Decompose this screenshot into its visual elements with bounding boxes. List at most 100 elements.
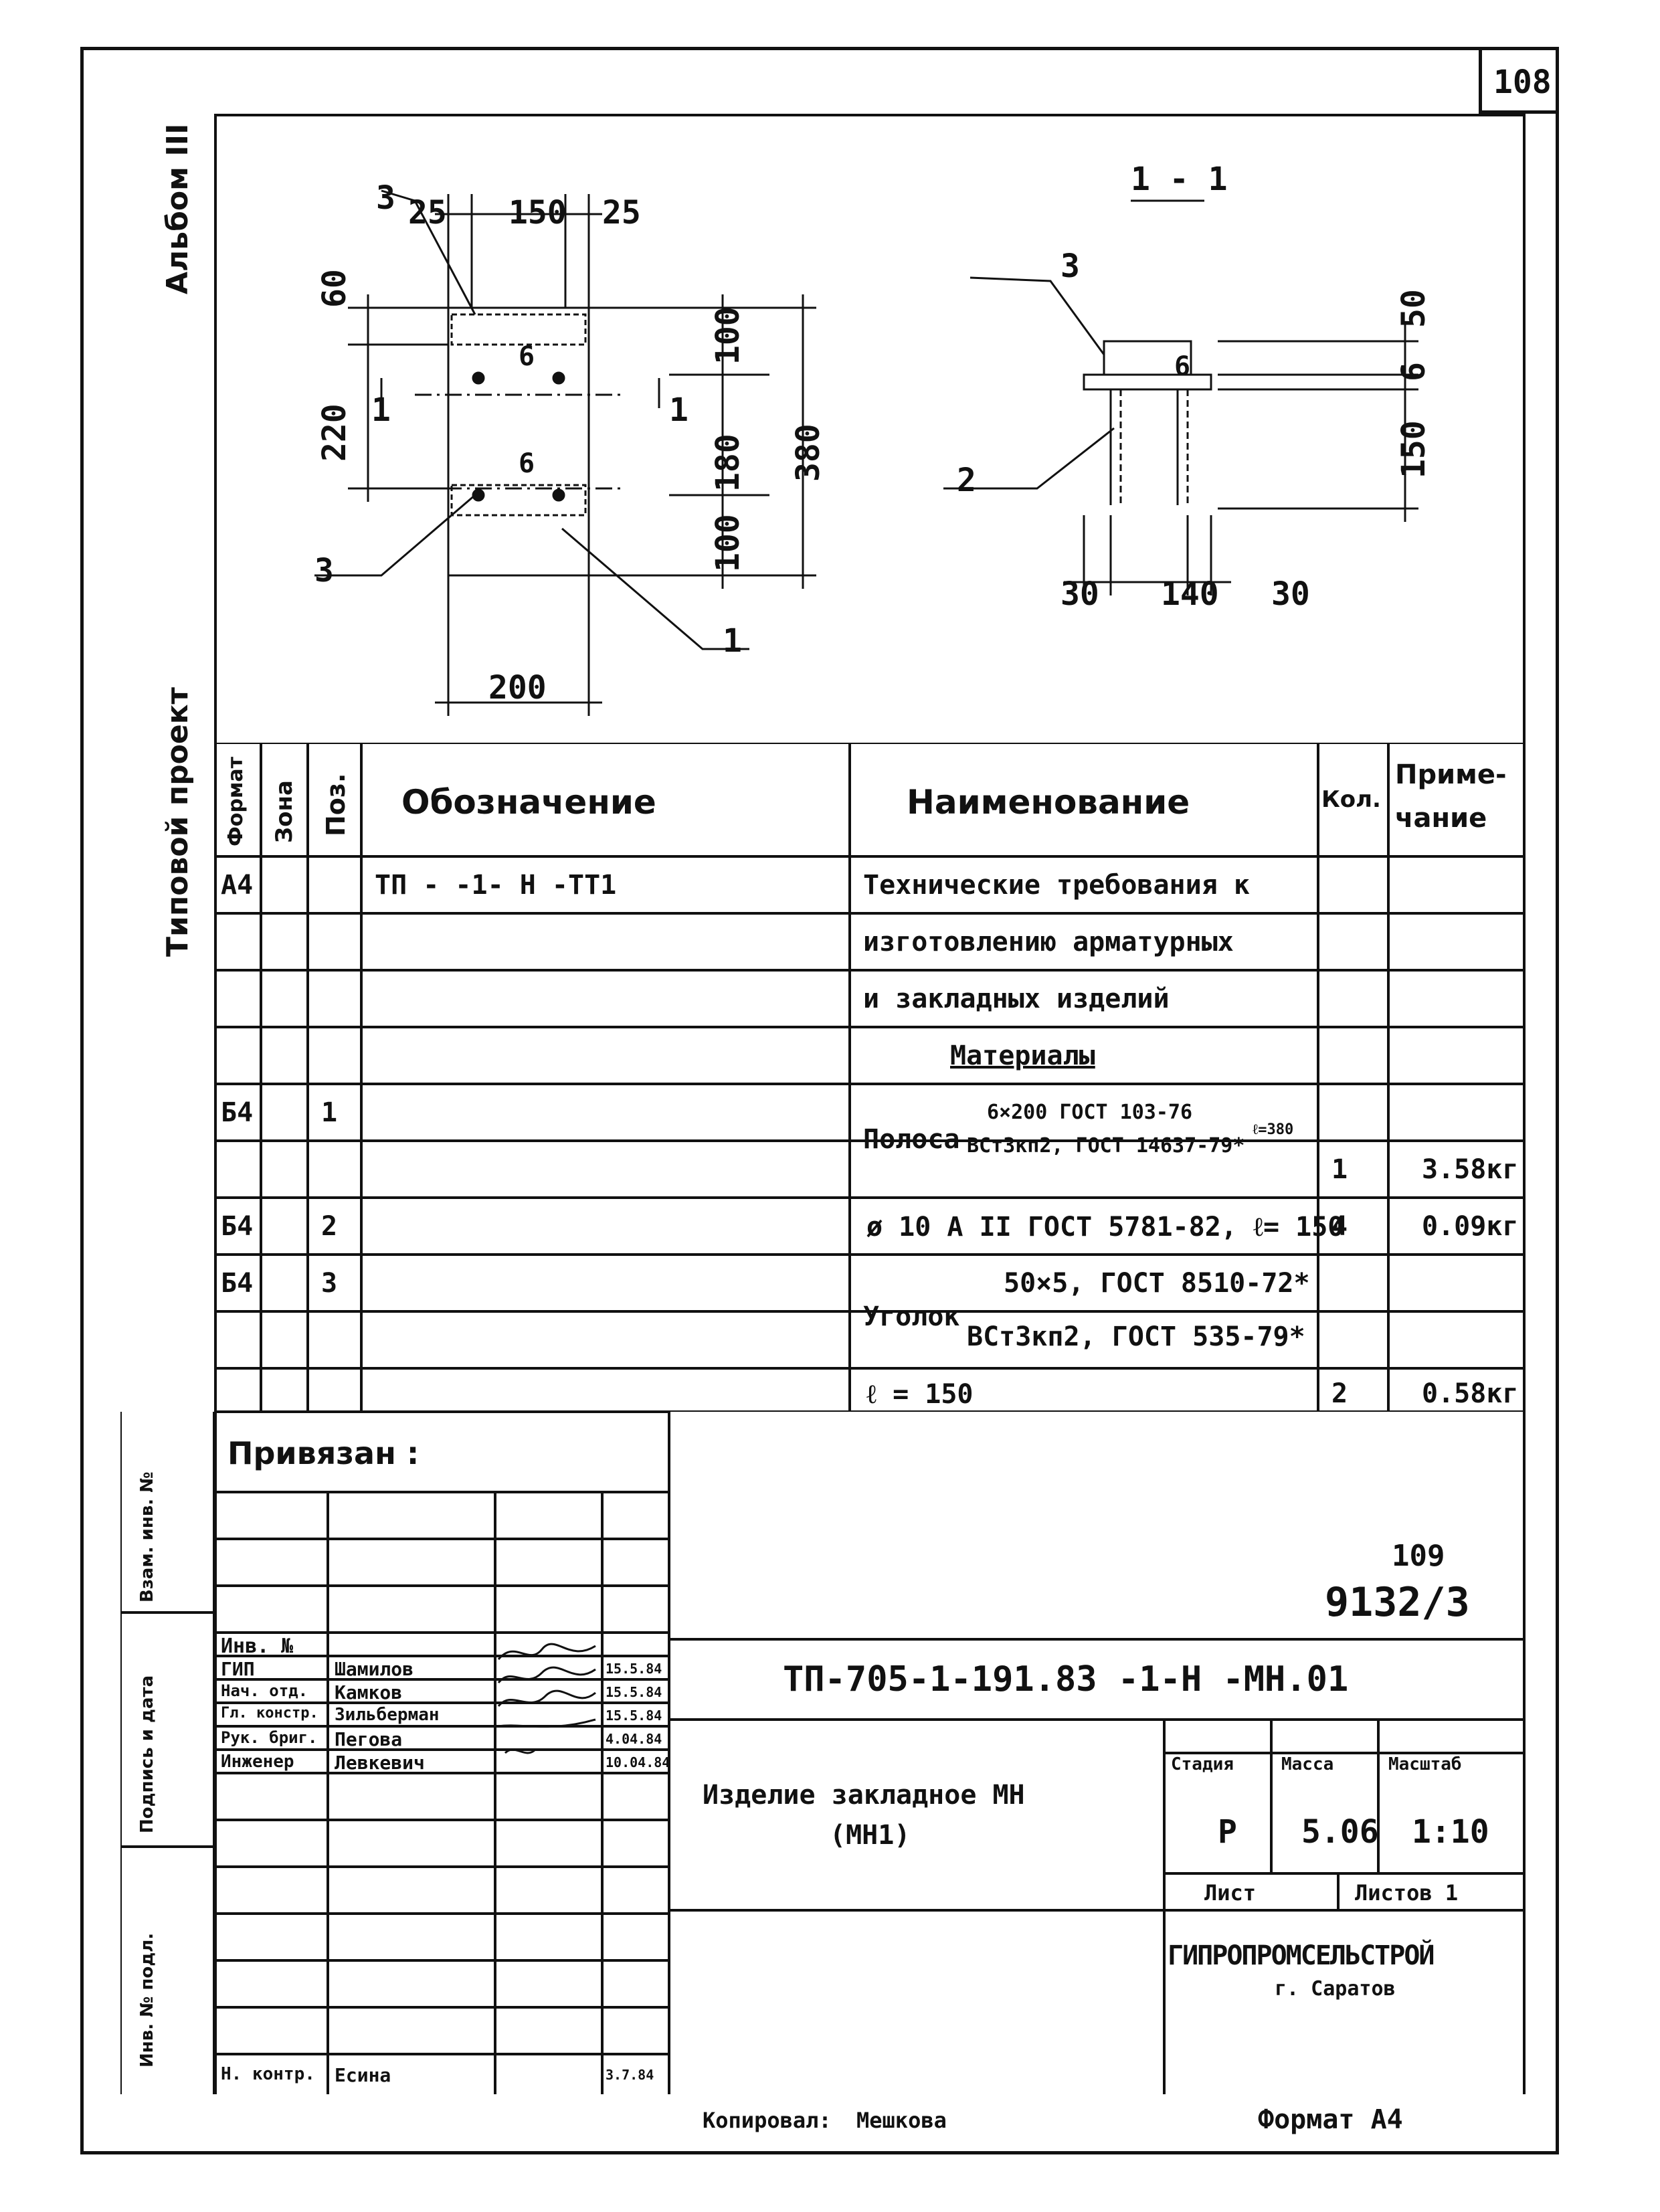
polosa-top: 6×200 ГОСТ 103-76 [987, 1101, 1193, 1124]
staff-role-0: ГИП [221, 1658, 255, 1680]
spec-row-1-designation: ТП - -1- Н -ТТ1 [375, 870, 617, 901]
spec-row-6-note: 3.58кг [1422, 1154, 1519, 1185]
org-name: ГИПРОПРОМСЕЛЬСТРОЙ [1168, 1940, 1435, 1971]
plan-dim-180: 180 [709, 434, 747, 492]
spec-row-5-format: Б4 [221, 1097, 254, 1128]
number-top: 109 [1392, 1539, 1445, 1573]
section-title: 1 - 1 [1131, 161, 1228, 198]
plan-leader-3-top: 3 [376, 179, 395, 217]
copied-name: Мешкова [856, 2108, 947, 2133]
signatures [495, 1633, 602, 1776]
spec-row-5-pos: 1 [321, 1097, 338, 1128]
polosa-bottom: ВСт3кп2, ГОСТ 14637-79* [967, 1134, 1245, 1158]
ugolok-top: 50×5, ГОСТ 8510-72* [1004, 1268, 1310, 1299]
privyazan-label: Привязан : [227, 1435, 420, 1471]
plan-inner-label-2: 6 [519, 448, 535, 479]
mass-value: 5.06 [1301, 1813, 1379, 1851]
sheet-label: Лист [1204, 1880, 1257, 1906]
section-plate [1084, 375, 1211, 389]
section-leader-3: 3 [1060, 248, 1080, 285]
spec-header-zone: Зона [271, 780, 298, 843]
plan-dim-60: 60 [316, 269, 353, 308]
staff-date-3: 4.04.84 [606, 1731, 662, 1747]
staff-name-3: Пегова [335, 1728, 403, 1750]
spec-header-note-1: Приме- [1395, 759, 1507, 790]
staff-role-2: Гл. констр. [221, 1705, 318, 1722]
staff-role-3: Рук. бриг. [221, 1728, 318, 1747]
spec-row-2-name: изготовлению арматурных [863, 927, 1234, 957]
staff-name-0: Шамилов [335, 1658, 414, 1680]
section-inner-label: 6 [1174, 351, 1191, 382]
plan-dim-25-right: 25 [602, 194, 641, 232]
plan-dim-100-top: 100 [709, 306, 747, 365]
norm-date: 3.7.84 [606, 2067, 654, 2083]
item-name-2: (МН1) [830, 1820, 911, 1851]
plan-dim-100-bottom: 100 [709, 514, 747, 572]
section-dim-140: 140 [1161, 575, 1219, 613]
plan-dim-25-left: 25 [408, 194, 447, 232]
spec-header-designation: Обозначение [401, 783, 656, 822]
spec-row-10-name: ℓ = 150 [866, 1379, 974, 1410]
item-name-1: Изделие закладное МН [703, 1780, 1025, 1811]
spec-table-grid [214, 743, 1526, 1412]
section-dim-30-right: 30 [1271, 575, 1310, 613]
podpis-data-label: Подпись и дата [137, 1675, 157, 1833]
plan-dim-220: 220 [316, 403, 353, 462]
spec-row-7-pos: 2 [321, 1211, 338, 1242]
section-leader-2: 2 [957, 462, 976, 499]
ugolok-label: Уголок [863, 1301, 960, 1332]
scale-label: Масштаб [1388, 1754, 1462, 1774]
spec-header-pos: Поз. [321, 773, 351, 836]
norm-role: Н. контр. [221, 2064, 315, 2084]
staff-name-4: Левкевич [335, 1752, 425, 1774]
spec-row-8-pos: 3 [321, 1268, 338, 1299]
inner-frame [214, 114, 1526, 2094]
staff-date-1: 15.5.84 [606, 1684, 662, 1700]
plan-top-angle [452, 314, 585, 345]
spec-row-7-qty: 4 [1331, 1211, 1348, 1242]
spec-header-note-2: чание [1395, 803, 1487, 834]
spec-header-qty: Кол. [1321, 786, 1381, 813]
drawing-area [214, 114, 1526, 743]
polosa-label: Полоса [863, 1124, 960, 1155]
spec-row-8-format: Б4 [221, 1268, 254, 1299]
spec-row-1-format: А4 [221, 870, 254, 901]
plan-cut-mark-right: 1 [669, 391, 688, 429]
number-bottom: 9132/3 [1325, 1579, 1470, 1626]
staff-name-1: Камков [335, 1681, 403, 1703]
title-block-grid [120, 1412, 1526, 2094]
section-dim-50: 50 [1395, 289, 1433, 328]
stage-value: Р [1218, 1813, 1237, 1851]
plan-leader-3-bottom: 3 [314, 552, 334, 589]
staff-role-1: Нач. отд. [221, 1681, 308, 1700]
spec-row-4-name: Материалы [950, 1040, 1095, 1071]
scale-value: 1:10 [1412, 1813, 1489, 1851]
spec-row-7-name: ø 10 А II ГОСТ 5781-82, ℓ= 150 [866, 1212, 1344, 1242]
section-dim-30-left: 30 [1060, 575, 1099, 613]
staff-date-0: 15.5.84 [606, 1661, 662, 1677]
format-label: Формат А4 [1258, 2104, 1403, 2135]
norm-name: Есина [335, 2064, 391, 2086]
spec-row-1-name: Технические требования к [863, 870, 1250, 901]
project-type-label: Типовой проект [161, 686, 195, 957]
copied-label: Копировал: [703, 2108, 832, 2133]
spec-row-7-format: Б4 [221, 1211, 254, 1242]
staff-role-4: Инженер [221, 1752, 294, 1772]
staff-date-2: 15.5.84 [606, 1708, 662, 1724]
plan-bottom-angle [452, 485, 585, 515]
section-angle [1104, 341, 1191, 375]
plan-dim-200: 200 [488, 669, 547, 707]
page-number: 108 [1493, 64, 1552, 101]
spec-row-7-note: 0.09кг [1422, 1211, 1519, 1242]
ugolok-bottom: ВСт3кп2, ГОСТ 535-79* [967, 1321, 1305, 1352]
section-dim-150: 150 [1395, 420, 1433, 478]
spec-row-3-name: и закладных изделий [863, 984, 1170, 1014]
inv-no-label: Инв. № [221, 1635, 294, 1658]
doc-code: ТП-705-1-191.83 -1-Н -МН.01 [783, 1659, 1349, 1699]
page-number-box [1479, 47, 1559, 114]
section-dim-6: 6 [1395, 362, 1433, 381]
polosa-length: ℓ=380 [1253, 1121, 1294, 1138]
plan-dim-150: 150 [509, 194, 567, 232]
sheets-label: Листов 1 [1355, 1880, 1459, 1906]
stage-label: Стадия [1171, 1754, 1234, 1774]
